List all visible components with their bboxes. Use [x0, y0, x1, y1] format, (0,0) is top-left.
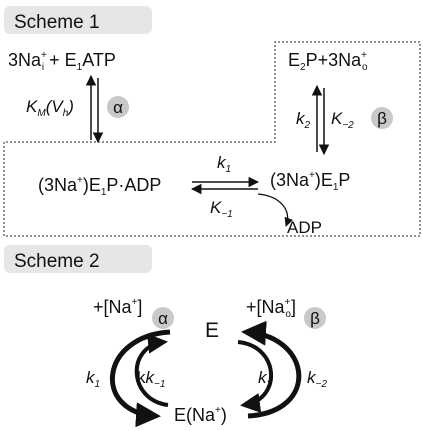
top-left-species: 3Na+i + E1ATP	[8, 50, 116, 73]
left-inner-arc	[134, 333, 169, 407]
k1-label: k1	[217, 153, 231, 175]
alpha-badge	[107, 96, 129, 118]
beta-badge	[371, 107, 393, 129]
scheme2-k-1-label: kk−1	[137, 368, 165, 390]
K-1-label: K−1	[210, 198, 233, 220]
alpha-label: α	[113, 98, 123, 117]
scheme1-dashed-box	[3, 41, 421, 237]
beta-badge-2	[304, 307, 326, 329]
adp-label: ADP	[287, 218, 322, 237]
right-inner-arc	[237, 340, 273, 413]
alpha-label-2: α	[158, 309, 168, 328]
right-outer-arc	[241, 320, 302, 419]
scheme2-header-bg	[4, 245, 152, 273]
km-vh-label: KM(Vh)	[26, 97, 74, 119]
right-middle-species: (3Na+)E1P	[270, 170, 350, 193]
scheme2-k2-label: k2	[258, 368, 273, 390]
alpha-badge-2	[152, 307, 174, 329]
enzyme-E: E	[205, 319, 219, 342]
top-right-species: E2P+3Na+o	[288, 50, 368, 73]
scheme2-k-2-label: k−2	[307, 368, 327, 390]
k2-label: k2	[296, 109, 311, 131]
beta-label: β	[377, 109, 387, 128]
na-alpha-label: +[Na+]	[93, 297, 142, 317]
scheme1-header-bg	[4, 6, 152, 34]
left-middle-species: (3Na+)E1P·ADP	[38, 175, 161, 198]
scheme1-header: Scheme 1	[14, 12, 100, 33]
beta-label-2: β	[310, 309, 320, 328]
na-beta-label: +[Na+o]	[246, 297, 296, 320]
scheme2-k1-label: k1	[86, 368, 100, 390]
enzyme-E-Na: E(Na+)	[174, 405, 227, 425]
K-2-label: K−2	[331, 109, 354, 131]
adp-release-arrow	[257, 193, 294, 227]
scheme2-header: Scheme 2	[14, 251, 100, 272]
